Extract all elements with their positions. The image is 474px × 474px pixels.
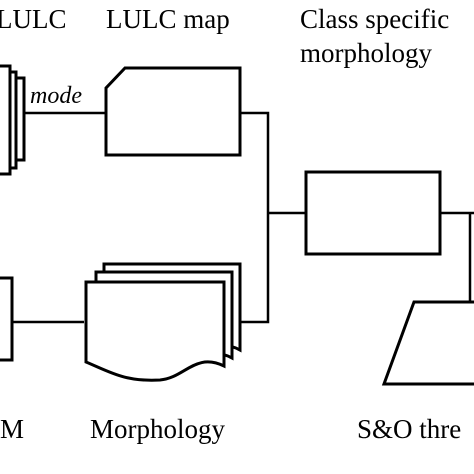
class-specific-label-line2: morphology [300, 38, 432, 68]
lulc-map-label: LULC map [106, 4, 230, 34]
morphology-doc-front [84, 280, 226, 382]
so-threshold-label: S&O thre [357, 414, 461, 444]
merge-connector [230, 111, 270, 324]
mode-label: mode [30, 83, 82, 109]
class-specific-label-line1: Class specific [300, 4, 449, 34]
morphology-label: Morphology [90, 414, 226, 444]
lulc-input-stack [0, 64, 26, 176]
dem-label: M [0, 414, 24, 444]
so-threshold-node [381, 300, 474, 386]
morphology-node [84, 262, 242, 382]
lulc-label: LULC [0, 4, 67, 34]
lulc-map-node [104, 66, 242, 157]
lulc-stack-front [0, 64, 12, 176]
dem-input [0, 276, 14, 362]
class-specific-morphology-node [304, 170, 442, 256]
